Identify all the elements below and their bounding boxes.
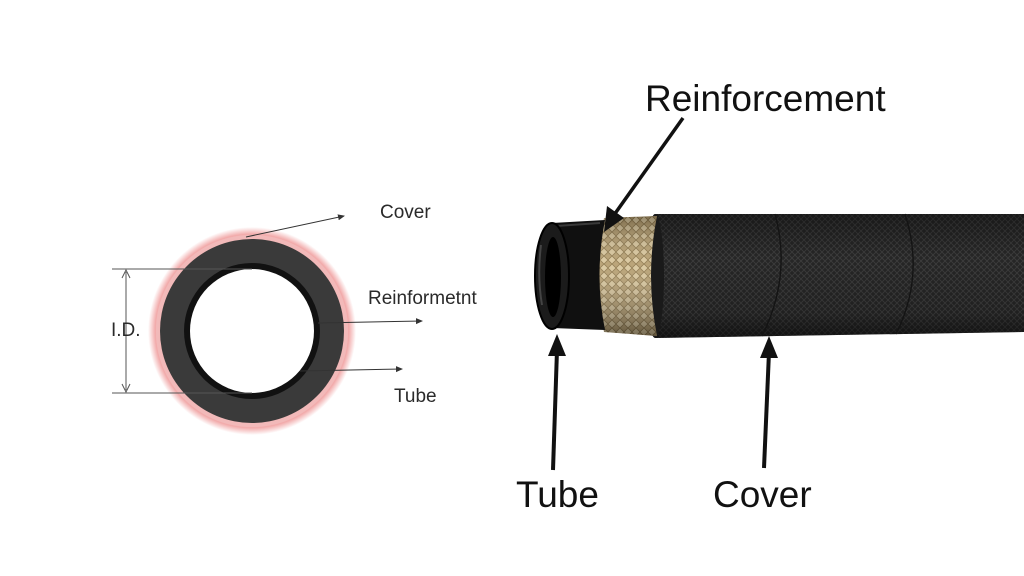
cover-leader [245,214,345,238]
tube-arrow-head [548,334,566,356]
hose-cover-label: Cover [713,474,812,515]
id-arrow-top [121,268,131,279]
tube-bore [545,237,561,317]
cross-section [112,214,423,435]
tube-leader [299,366,403,373]
cover-arrow-line [762,351,771,469]
cross-section-tube-label: Tube [394,386,437,407]
reinforcement-arrow-head [604,206,624,232]
hose-tube-label: Tube [516,474,599,515]
inner-diameter-label: I.D. [111,320,141,341]
cover-spiral-seam-1 [761,213,782,337]
reinforcement-leader [317,318,423,325]
cross-section-reinforcement-label: Reinformetnt [368,288,477,309]
hose-reinforcement-label: Reinforcement [645,78,886,119]
cover-arrow-head [760,336,778,358]
hose-view [534,116,1024,471]
cover-spiral-seam-2 [895,213,914,335]
bore [190,269,314,393]
cross-section-cover-label: Cover [380,202,431,223]
reinforcement-arrow-line [612,116,685,217]
tube-arrow-line [551,349,559,471]
id-arrow-bottom [121,383,131,394]
